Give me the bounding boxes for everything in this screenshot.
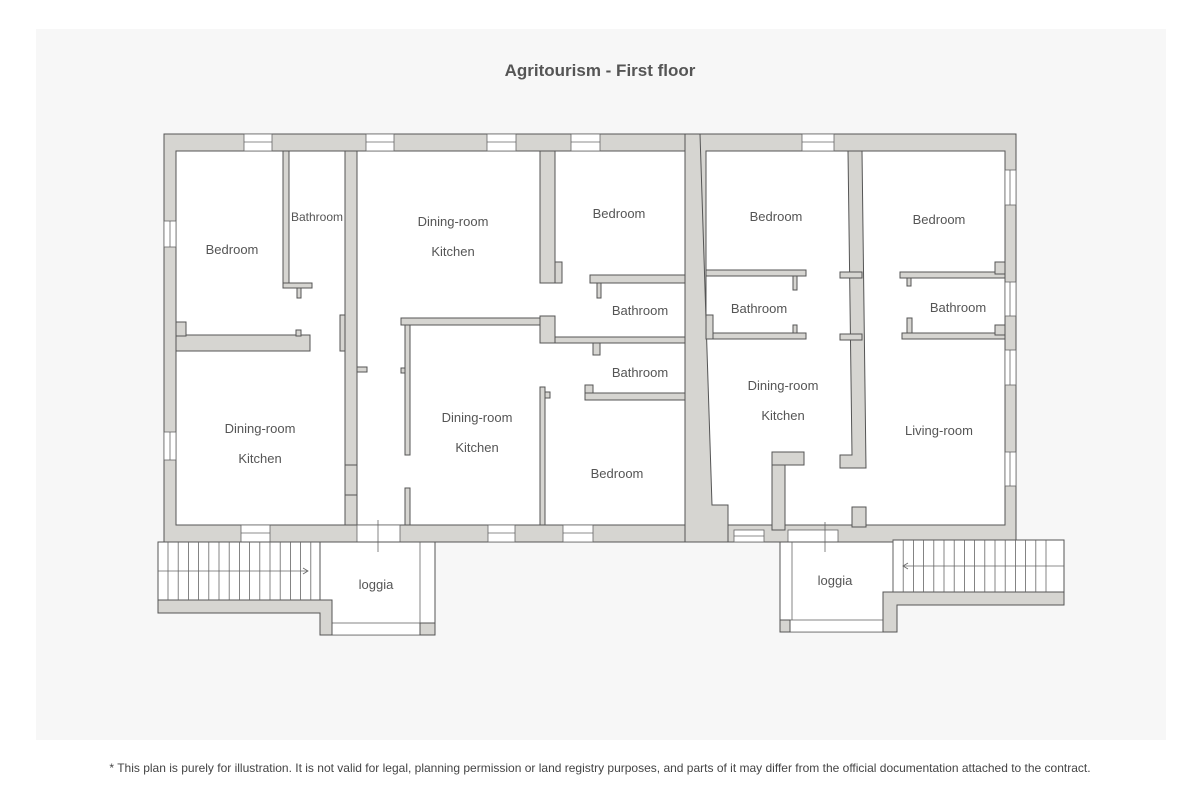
room-label: Bathroom: [930, 300, 986, 315]
disclaimer-footnote: * This plan is purely for illustration. …: [109, 761, 1091, 775]
room-label: Kitchen: [455, 440, 498, 455]
left-loggia: [157, 520, 436, 636]
room-label: Bathroom: [612, 303, 668, 318]
room-label: Bedroom: [593, 206, 646, 221]
room-label: Bathroom: [291, 210, 343, 224]
room-label: loggia: [359, 577, 394, 592]
room-label: Bedroom: [750, 209, 803, 224]
right-loggia: [779, 522, 1065, 633]
interior-walls: [175, 133, 1006, 543]
room-label: Bedroom: [913, 212, 966, 227]
room-label: Kitchen: [761, 408, 804, 423]
room-label: Bedroom: [591, 466, 644, 481]
room-label: Dining-room: [748, 378, 819, 393]
plan-title: Agritourism - First floor: [504, 61, 696, 80]
room-label: loggia: [818, 573, 853, 588]
room-label: Bedroom: [206, 242, 259, 257]
room-labels: Bedroom Bathroom Dining-room Kitchen Bed…: [206, 206, 987, 592]
room-label: Bathroom: [612, 365, 668, 380]
room-label: Kitchen: [431, 244, 474, 259]
windows: [163, 133, 1017, 543]
room-label: Dining-room: [225, 421, 296, 436]
room-label: Living-room: [905, 423, 973, 438]
room-label: Dining-room: [442, 410, 513, 425]
room-label: Bathroom: [731, 301, 787, 316]
room-label: Dining-room: [418, 214, 489, 229]
room-label: Kitchen: [238, 451, 281, 466]
